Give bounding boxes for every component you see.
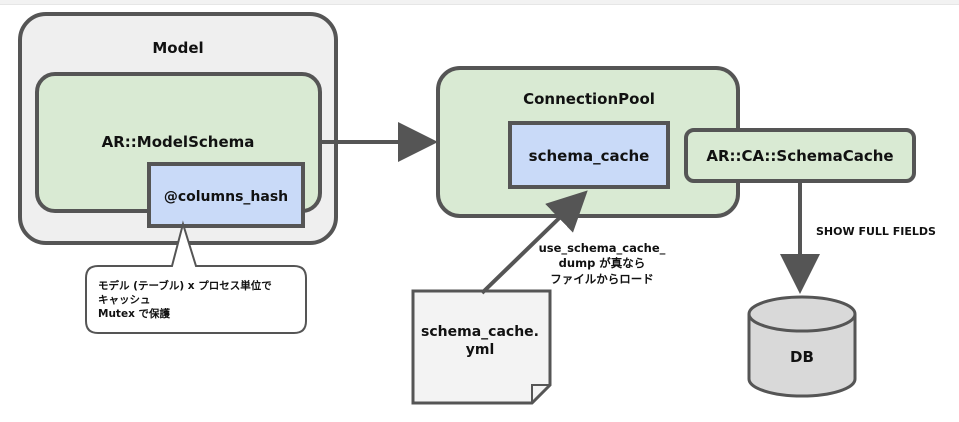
db-label: DB bbox=[790, 348, 814, 366]
callout-line-2: キャッシュ bbox=[98, 294, 151, 306]
load-note-line-1: use_schema_cache_ bbox=[539, 241, 666, 256]
load-note-line-2: dump が真なら bbox=[559, 256, 646, 270]
schema-cache-class-label: AR::CA::SchemaCache bbox=[706, 147, 893, 165]
callout-line-1: モデル (テーブル) x プロセス単位で bbox=[98, 279, 272, 292]
schema-cache-label: schema_cache bbox=[529, 147, 650, 165]
top-border bbox=[0, 0, 959, 5]
arrow-yml-to-schema-cache bbox=[480, 190, 588, 295]
columns-hash-label: @columns_hash bbox=[164, 189, 288, 205]
schema-cache-box bbox=[508, 121, 670, 189]
model-schema-label: AR::ModelSchema bbox=[102, 133, 255, 151]
schema-cache-class-box bbox=[684, 128, 916, 183]
show-full-fields-label: SHOW FULL FIELDS bbox=[816, 225, 936, 238]
callout-line-3: Mutex で保護 bbox=[98, 307, 170, 320]
yml-file-shape bbox=[411, 289, 552, 405]
callout-bubble bbox=[85, 220, 307, 334]
yml-file-line-1: schema_cache. bbox=[421, 324, 539, 340]
load-note-line-3: ファイルからロード bbox=[550, 272, 654, 286]
connection-pool-label: ConnectionPool bbox=[523, 90, 655, 108]
yml-file-fold bbox=[531, 384, 550, 403]
model-label: Model bbox=[152, 39, 203, 57]
columns-hash-box bbox=[147, 162, 305, 228]
yml-file-line-2: yml bbox=[466, 342, 495, 358]
db-cylinder bbox=[747, 295, 857, 398]
